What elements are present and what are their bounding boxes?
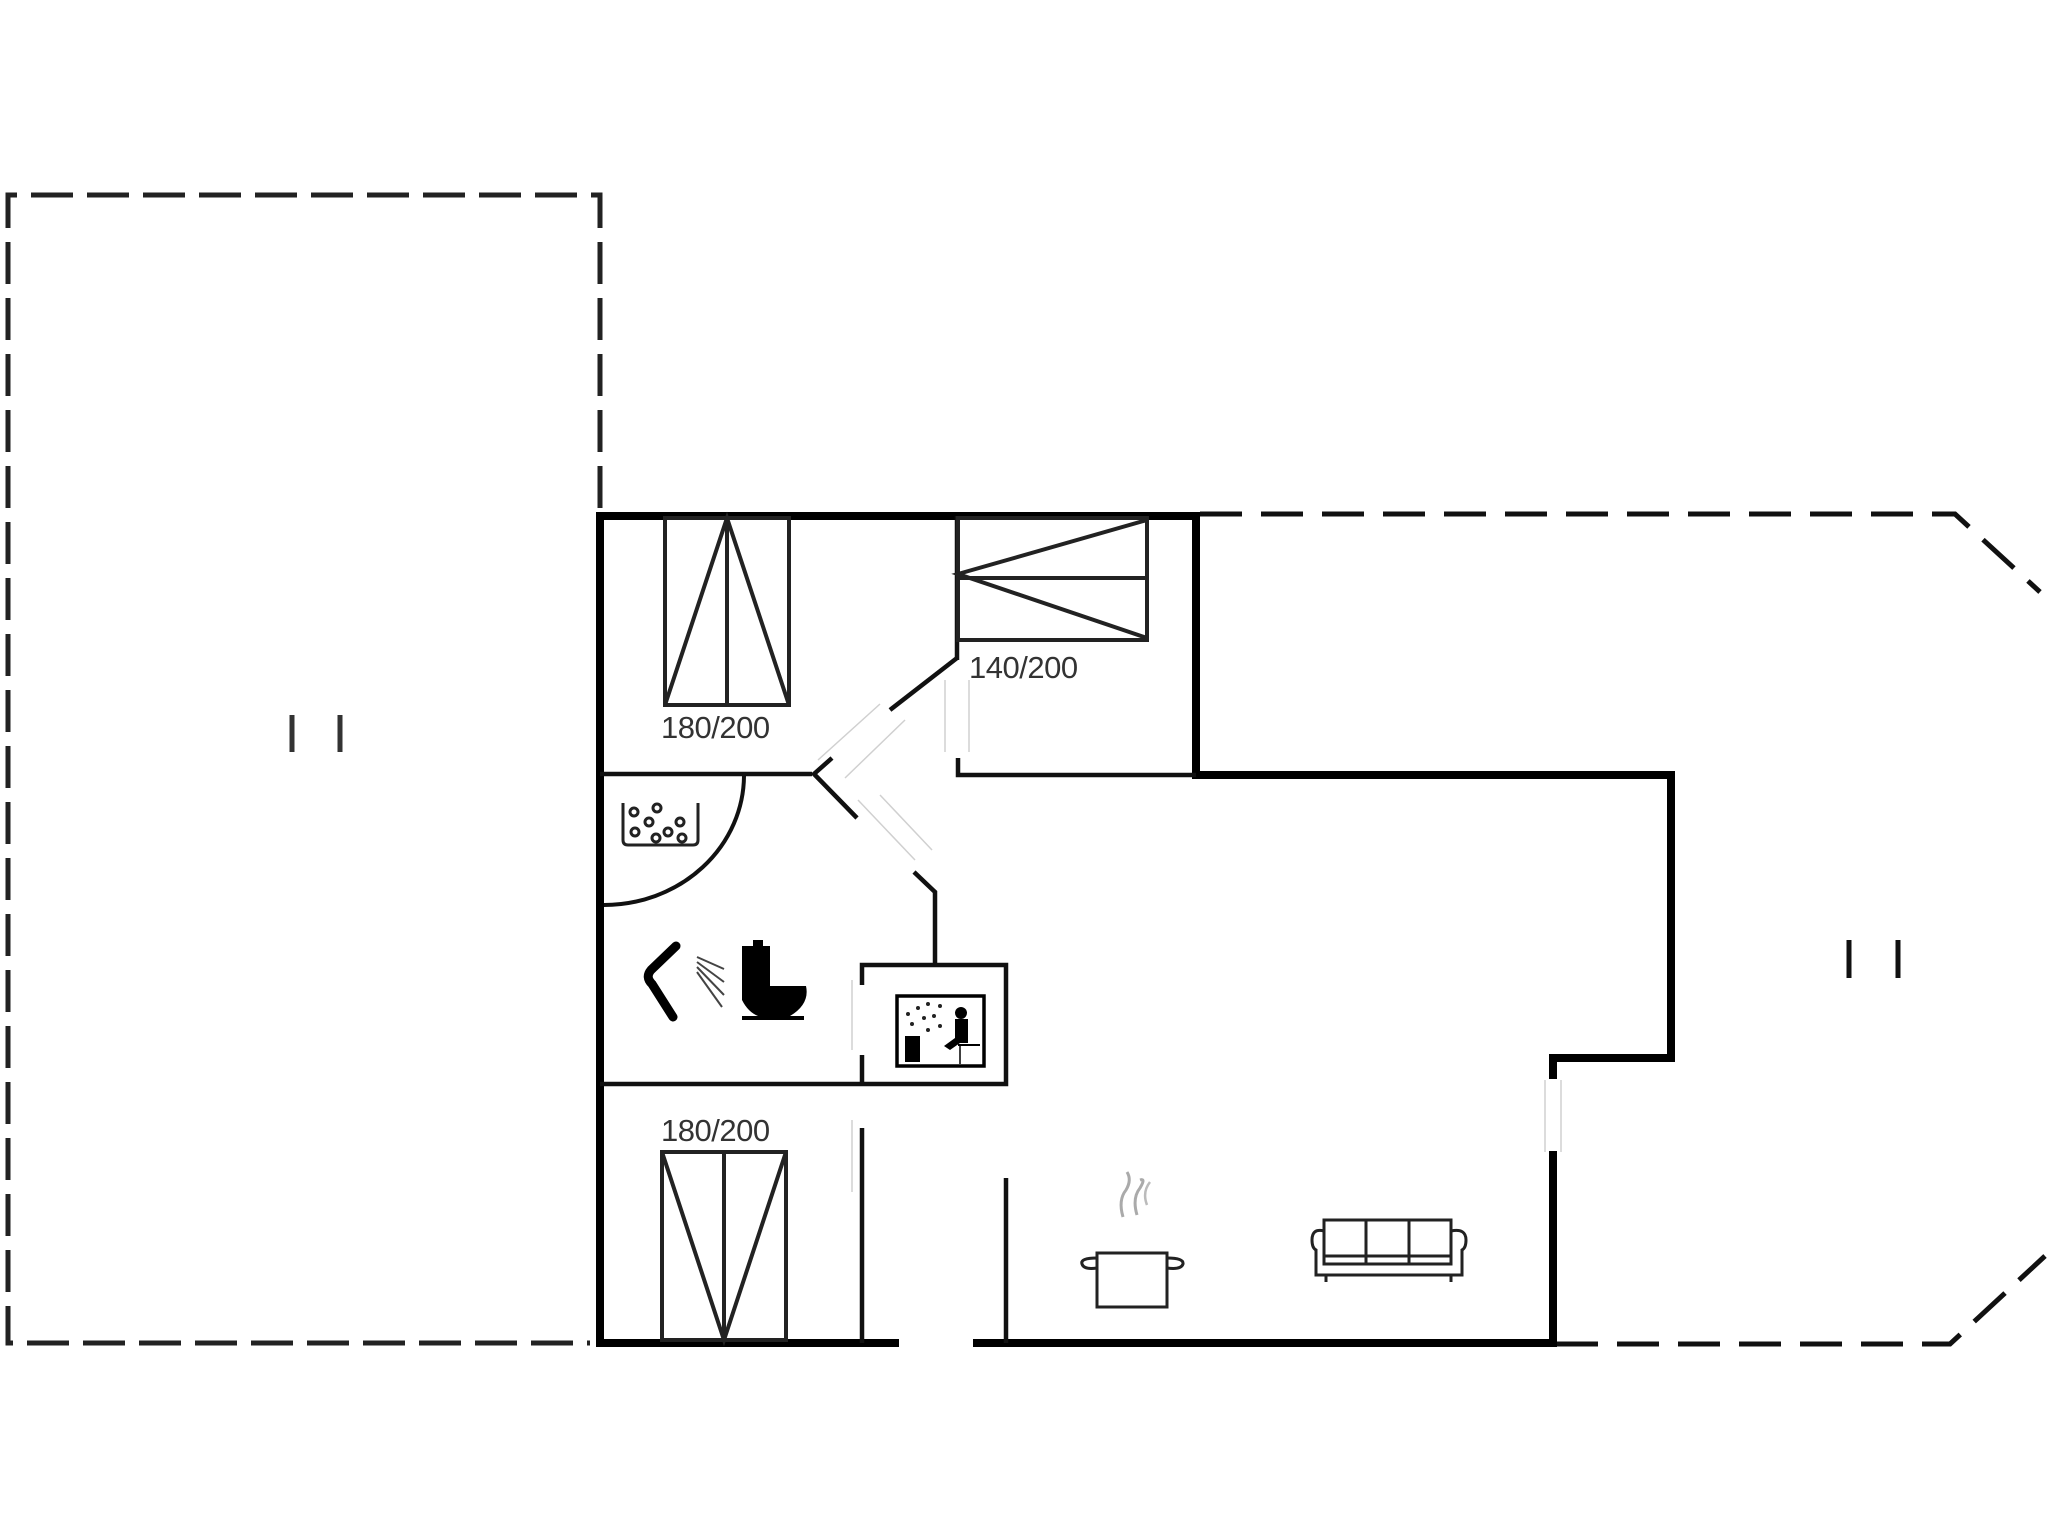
terrace-left-outline: [5, 192, 603, 1346]
bed-180-200-bottom: [660, 1150, 788, 1347]
toilet-icon: [742, 940, 807, 1020]
terrace-right-outline: [1200, 511, 2047, 1347]
bed-size-label-bedroom-1: 180/200: [661, 710, 770, 745]
door-openings: [817, 680, 1562, 1192]
shower-icon: [643, 941, 725, 1022]
bed-size-label-bedroom-3: 180/200: [661, 1113, 770, 1148]
terrace-right-marker: [1846, 940, 1901, 978]
bed-180-200-top: [663, 511, 791, 707]
sofa-icon: [1310, 1218, 1468, 1282]
sauna-icon: [895, 994, 986, 1068]
bed-140-200: [951, 516, 1149, 642]
terrace-left-marker: [289, 715, 343, 752]
whirlpool-icon: [621, 802, 700, 847]
cooking-pot-icon: [1080, 1171, 1185, 1309]
bathroom-door-swing: [603, 775, 746, 907]
bed-size-label-bedroom-2: 140/200: [969, 650, 1078, 685]
